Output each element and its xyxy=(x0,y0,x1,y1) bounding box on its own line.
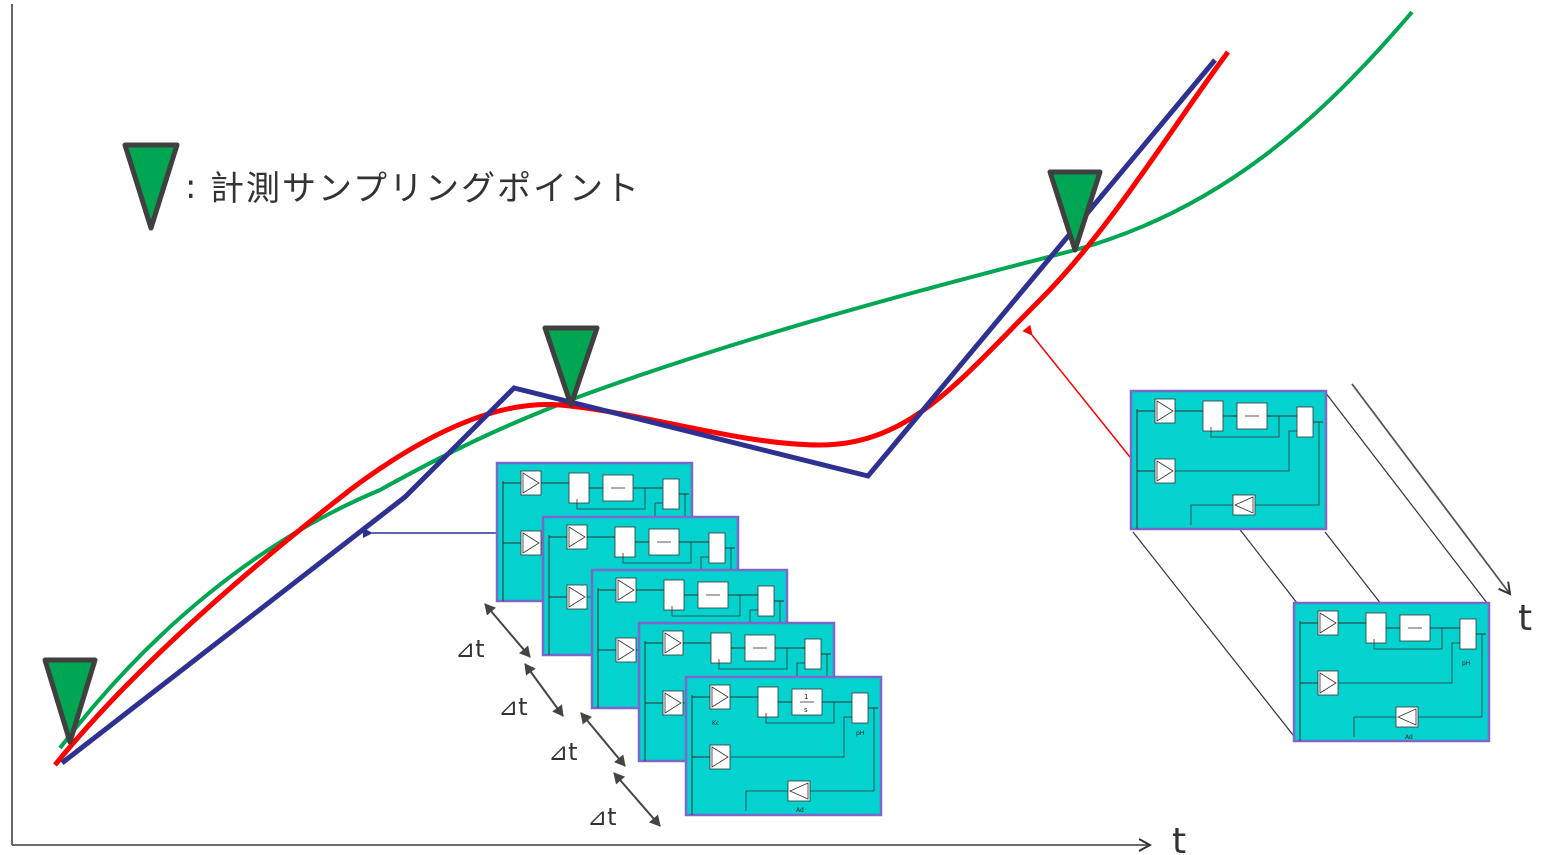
block-diagram-panel-5 xyxy=(684,675,883,817)
continuous-block-front xyxy=(1292,601,1491,743)
continuous-block-group: t pH Ad xyxy=(1022,324,1532,743)
cont-feedback-label: Ad xyxy=(1405,734,1413,741)
sampling-point-triangle-icon xyxy=(122,142,180,231)
delta-t-markers: ⊿t ⊿t ⊿t ⊿t xyxy=(455,603,661,831)
red-curve xyxy=(53,50,1231,767)
discrete-block-stack: Kc 1 s pH Ad xyxy=(495,461,883,817)
blue-curve xyxy=(60,58,1217,765)
delta-t-label-1: ⊿t xyxy=(455,635,485,663)
depth-axis-label: t xyxy=(1518,598,1532,639)
front-feedback-label: Ad xyxy=(796,807,804,814)
front-integrator-den: s xyxy=(804,706,808,714)
front-integrator-num: 1 xyxy=(804,693,808,701)
legend: : 計測サンプリングポイント xyxy=(122,142,641,231)
x-axis-label: t xyxy=(1172,821,1186,855)
delta-t-arrow-3 xyxy=(580,712,626,767)
delta-t-label-3: ⊿t xyxy=(548,738,578,766)
sampling-point-marker-3 xyxy=(1047,169,1103,253)
delta-t-arrow-2 xyxy=(524,663,564,717)
sampling-point-marker-2 xyxy=(542,325,600,408)
delta-t-label-4: ⊿t xyxy=(587,803,617,831)
delta-t-arrow-4 xyxy=(613,772,661,827)
cont-output-label: pH xyxy=(1462,660,1470,667)
sampling-point-marker-1 xyxy=(42,657,98,745)
depth-axis-arrow xyxy=(1351,383,1510,594)
front-gain-top-label: Kc xyxy=(712,720,719,727)
green-curve xyxy=(58,10,1414,750)
continuous-block-back xyxy=(1129,389,1328,531)
legend-separator: : xyxy=(185,167,196,207)
delta-t-arrow-1 xyxy=(484,603,531,658)
legend-text: 計測サンプリングポイント xyxy=(210,169,641,209)
red-pointer-arrow xyxy=(1022,324,1135,463)
delta-t-label-2: ⊿t xyxy=(498,693,528,721)
front-output-label: pH xyxy=(856,730,864,737)
